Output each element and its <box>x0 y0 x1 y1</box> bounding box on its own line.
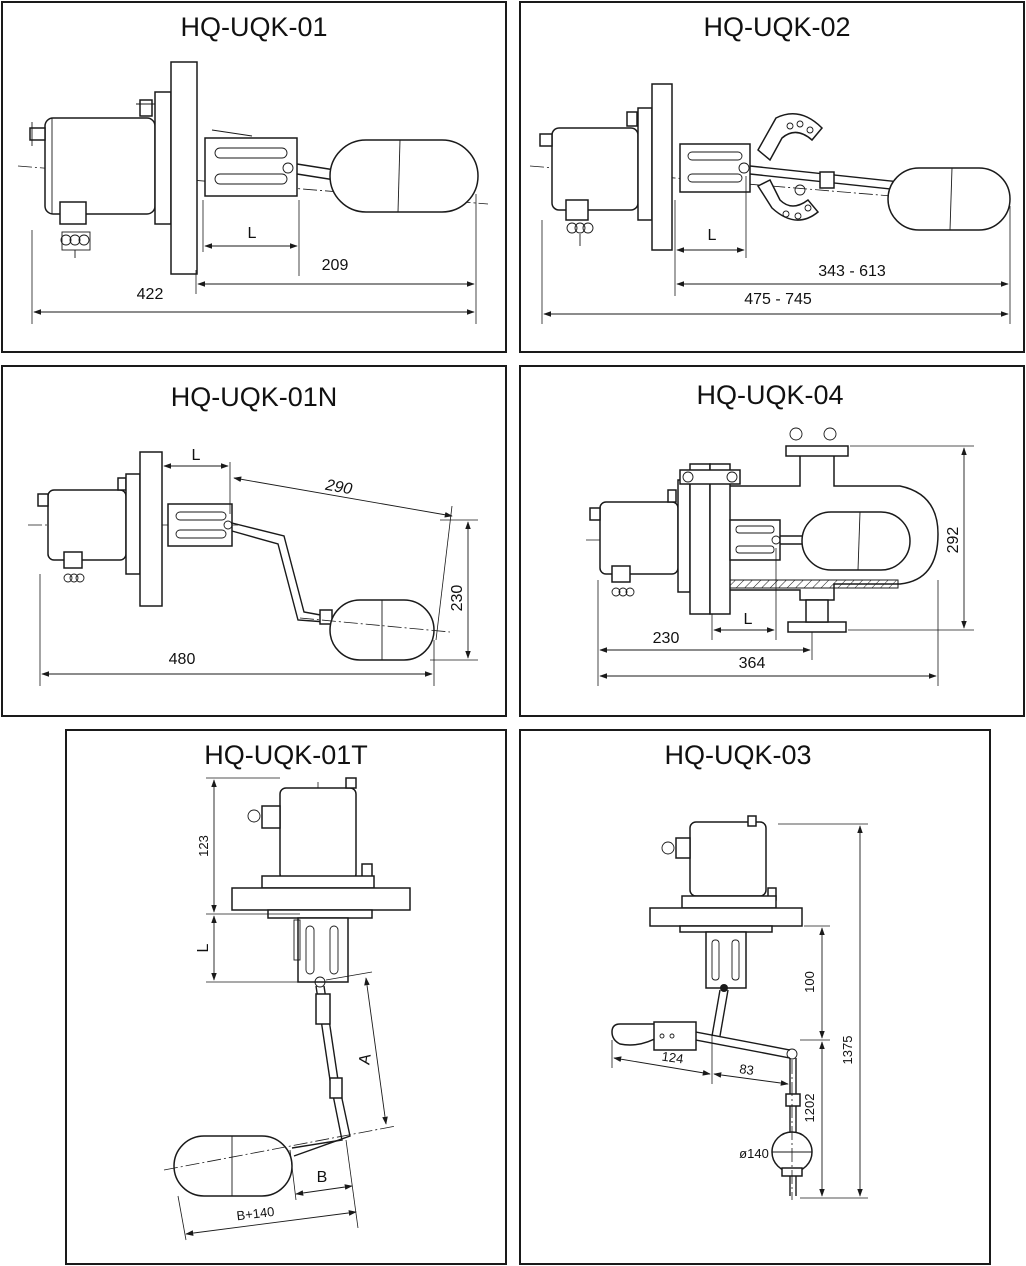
dim-label-L: L <box>192 447 201 464</box>
dim-label-422: 422 <box>137 286 164 303</box>
cable-gland <box>261 805 281 829</box>
mounting-flange <box>154 91 172 225</box>
dim-label-L: L <box>708 227 717 244</box>
panel-frame <box>519 729 991 1265</box>
tank-flange <box>689 463 711 615</box>
dim-label-124: 124 <box>661 1049 685 1067</box>
float-switch-drawing: L 230 364 292 <box>586 427 974 686</box>
chamber-wall-section <box>721 579 899 589</box>
panel-title: HQ-UQK-01N <box>171 382 338 412</box>
float-switch-drawing: 100 1202 1375 124 83 ø140 <box>611 815 868 1200</box>
cable-gland <box>29 127 46 141</box>
dim-label-diameter: ø140 <box>739 1146 769 1161</box>
dim-label-83: 83 <box>738 1061 754 1078</box>
dim-label-L: L <box>195 943 212 952</box>
switch-housing <box>689 821 767 897</box>
switch-housing <box>599 501 679 575</box>
dim-label-209: 209 <box>322 257 349 274</box>
dim-label-range1: 343 - 613 <box>818 263 886 280</box>
tank-flange <box>651 83 673 251</box>
tank-flange <box>170 61 198 275</box>
switch-housing <box>551 127 639 211</box>
panel-title: HQ-UQK-04 <box>696 380 843 410</box>
dim-label-Bplus140: B+140 <box>236 1204 275 1224</box>
dim-label-L: L <box>744 611 753 628</box>
dim-label-A: A <box>356 1053 374 1066</box>
panel-hq-uqk-04: HQ-UQK-04 <box>519 365 1025 717</box>
panel-hq-uqk-01t: HQ-UQK-01T <box>65 729 507 1265</box>
dim-line-A <box>364 977 388 1125</box>
lever-block <box>167 503 233 547</box>
dim-line-124 <box>613 1056 711 1076</box>
dim-label-364: 364 <box>739 655 766 672</box>
float-ball <box>887 167 1011 231</box>
float-switch-drawing: L 209 422 <box>17 61 489 324</box>
panel-title: HQ-UQK-03 <box>664 740 811 770</box>
cable-gland <box>675 837 691 859</box>
dim-label-1375: 1375 <box>840 1036 855 1065</box>
dim-label-290: 290 <box>323 477 353 499</box>
bottom-connection <box>787 621 847 633</box>
panel-title: HQ-UQK-01T <box>204 740 368 770</box>
tank-flange <box>649 907 803 927</box>
panel-title: HQ-UQK-01 <box>180 12 327 42</box>
panel-hq-uqk-03: HQ-UQK-03 <box>519 729 991 1265</box>
dim-label-L: L <box>248 225 257 242</box>
float-ball <box>173 1135 293 1197</box>
float-ball <box>801 511 911 571</box>
dim-label-B: B <box>317 1169 328 1186</box>
lever-block <box>679 143 751 193</box>
counterweight <box>611 1023 661 1046</box>
dim-line-83 <box>713 1072 789 1086</box>
dim-label-230: 230 <box>653 630 680 647</box>
mounting-flange <box>637 107 653 221</box>
panel-hq-uqk-02: HQ-UQK-02 <box>519 1 1025 353</box>
pivot-pin <box>282 162 294 174</box>
top-connection <box>785 445 849 457</box>
panel-hq-uqk-01: HQ-UQK-01 <box>1 1 507 353</box>
float-switch-drawing: L 290 230 480 <box>28 447 478 686</box>
float-ball <box>329 139 479 213</box>
dim-label-480: 480 <box>169 651 196 668</box>
float-switch-drawing: 123 L A B B+140 <box>163 777 411 1241</box>
dim-label-292: 292 <box>945 527 962 554</box>
dim-line-Bplus140 <box>185 1210 357 1236</box>
panel-title: HQ-UQK-02 <box>703 12 850 42</box>
dim-label-100: 100 <box>802 971 817 993</box>
counterweight-arc <box>757 113 824 162</box>
dim-line-290 <box>233 476 453 518</box>
mounting-flange <box>677 479 691 593</box>
tank-flange <box>139 451 163 607</box>
mounting-flange <box>125 473 141 575</box>
panel-hq-uqk-01n: HQ-UQK-01N L <box>1 365 507 717</box>
float-switch-drawing: L 343 - 613 475 - 745 <box>529 83 1013 324</box>
switch-housing <box>279 787 357 881</box>
dim-line-B <box>295 1184 353 1196</box>
terminal-nut <box>59 201 87 225</box>
dim-label-123: 123 <box>196 835 211 857</box>
tank-flange <box>231 887 411 911</box>
dim-label-range2: 475 - 745 <box>744 291 812 308</box>
dim-label-230: 230 <box>449 585 466 612</box>
dim-label-1202: 1202 <box>802 1094 817 1123</box>
switch-housing <box>47 489 127 561</box>
switch-housing <box>44 117 156 215</box>
lever-block <box>297 917 349 983</box>
